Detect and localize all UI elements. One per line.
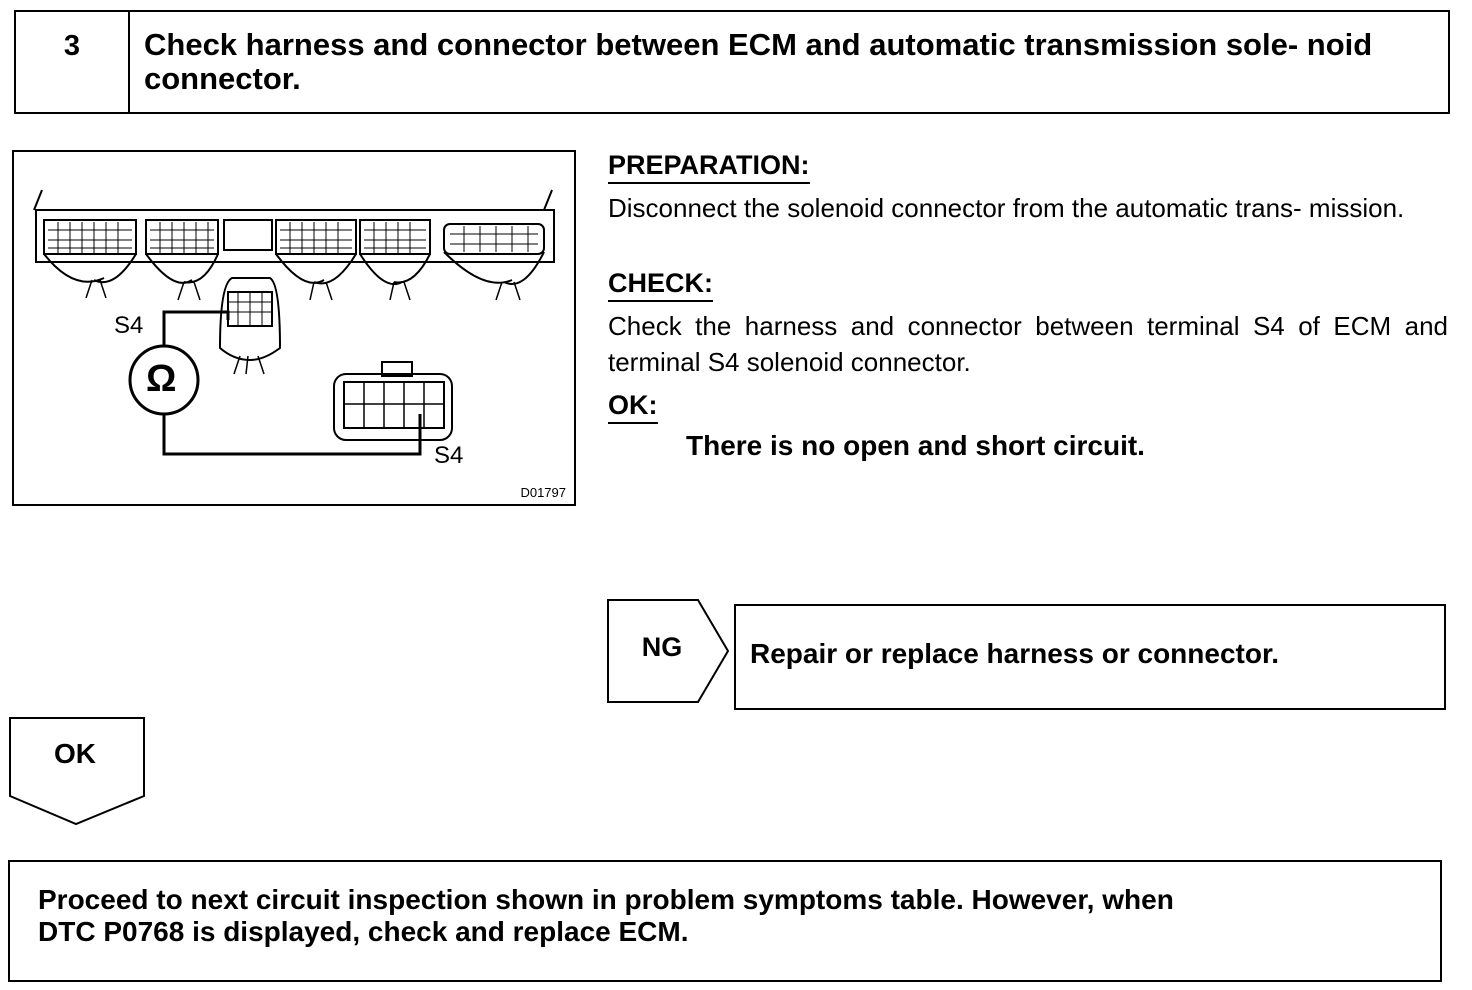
ng-arrow-shape [607, 599, 730, 703]
ng-label: NG [641, 632, 683, 662]
ng-result-box: Repair or replace harness or connector. [734, 604, 1446, 710]
ecm-probe-connector [218, 277, 282, 375]
ohmmeter-icon [128, 310, 422, 456]
ecm-terminal-label: S4 [114, 312, 144, 339]
check-text: Check the harness and connector between … [608, 311, 1448, 377]
ohm-symbol: Ω [146, 358, 177, 400]
next-step-text: Proceed to next circuit inspection shown… [38, 884, 1174, 947]
next-step-box: Proceed to next circuit inspection shown… [8, 860, 1442, 982]
check-heading: CHECK: [608, 268, 713, 302]
step-title: Check harness and connector between ECM … [144, 27, 1373, 96]
step-number: 3 [16, 12, 130, 112]
ok-label: OK [54, 738, 96, 769]
ecm-connector-icon [33, 189, 555, 301]
preparation-text: Disconnect the solenoid connector from t… [608, 193, 1405, 223]
ok-arrow-shape [9, 717, 145, 826]
figure-code: D01797 [520, 485, 566, 500]
step-header: 3 Check harness and connector between EC… [14, 10, 1450, 114]
ok-spec-text: There is no open and short circuit. [686, 430, 1145, 461]
solenoid-connector-icon [333, 361, 453, 441]
preparation-heading: PREPARATION: [608, 150, 810, 184]
wiring-figure: S4 Ω S4 D01797 [12, 150, 576, 506]
solenoid-terminal-label: S4 [434, 442, 464, 469]
ok-heading: OK: [608, 390, 658, 424]
ng-result-text: Repair or replace harness or connector. [750, 638, 1280, 669]
ok-branch-tag: OK [8, 716, 146, 826]
wiring-diagram [33, 189, 555, 456]
ng-branch-tag: NG [606, 598, 730, 704]
